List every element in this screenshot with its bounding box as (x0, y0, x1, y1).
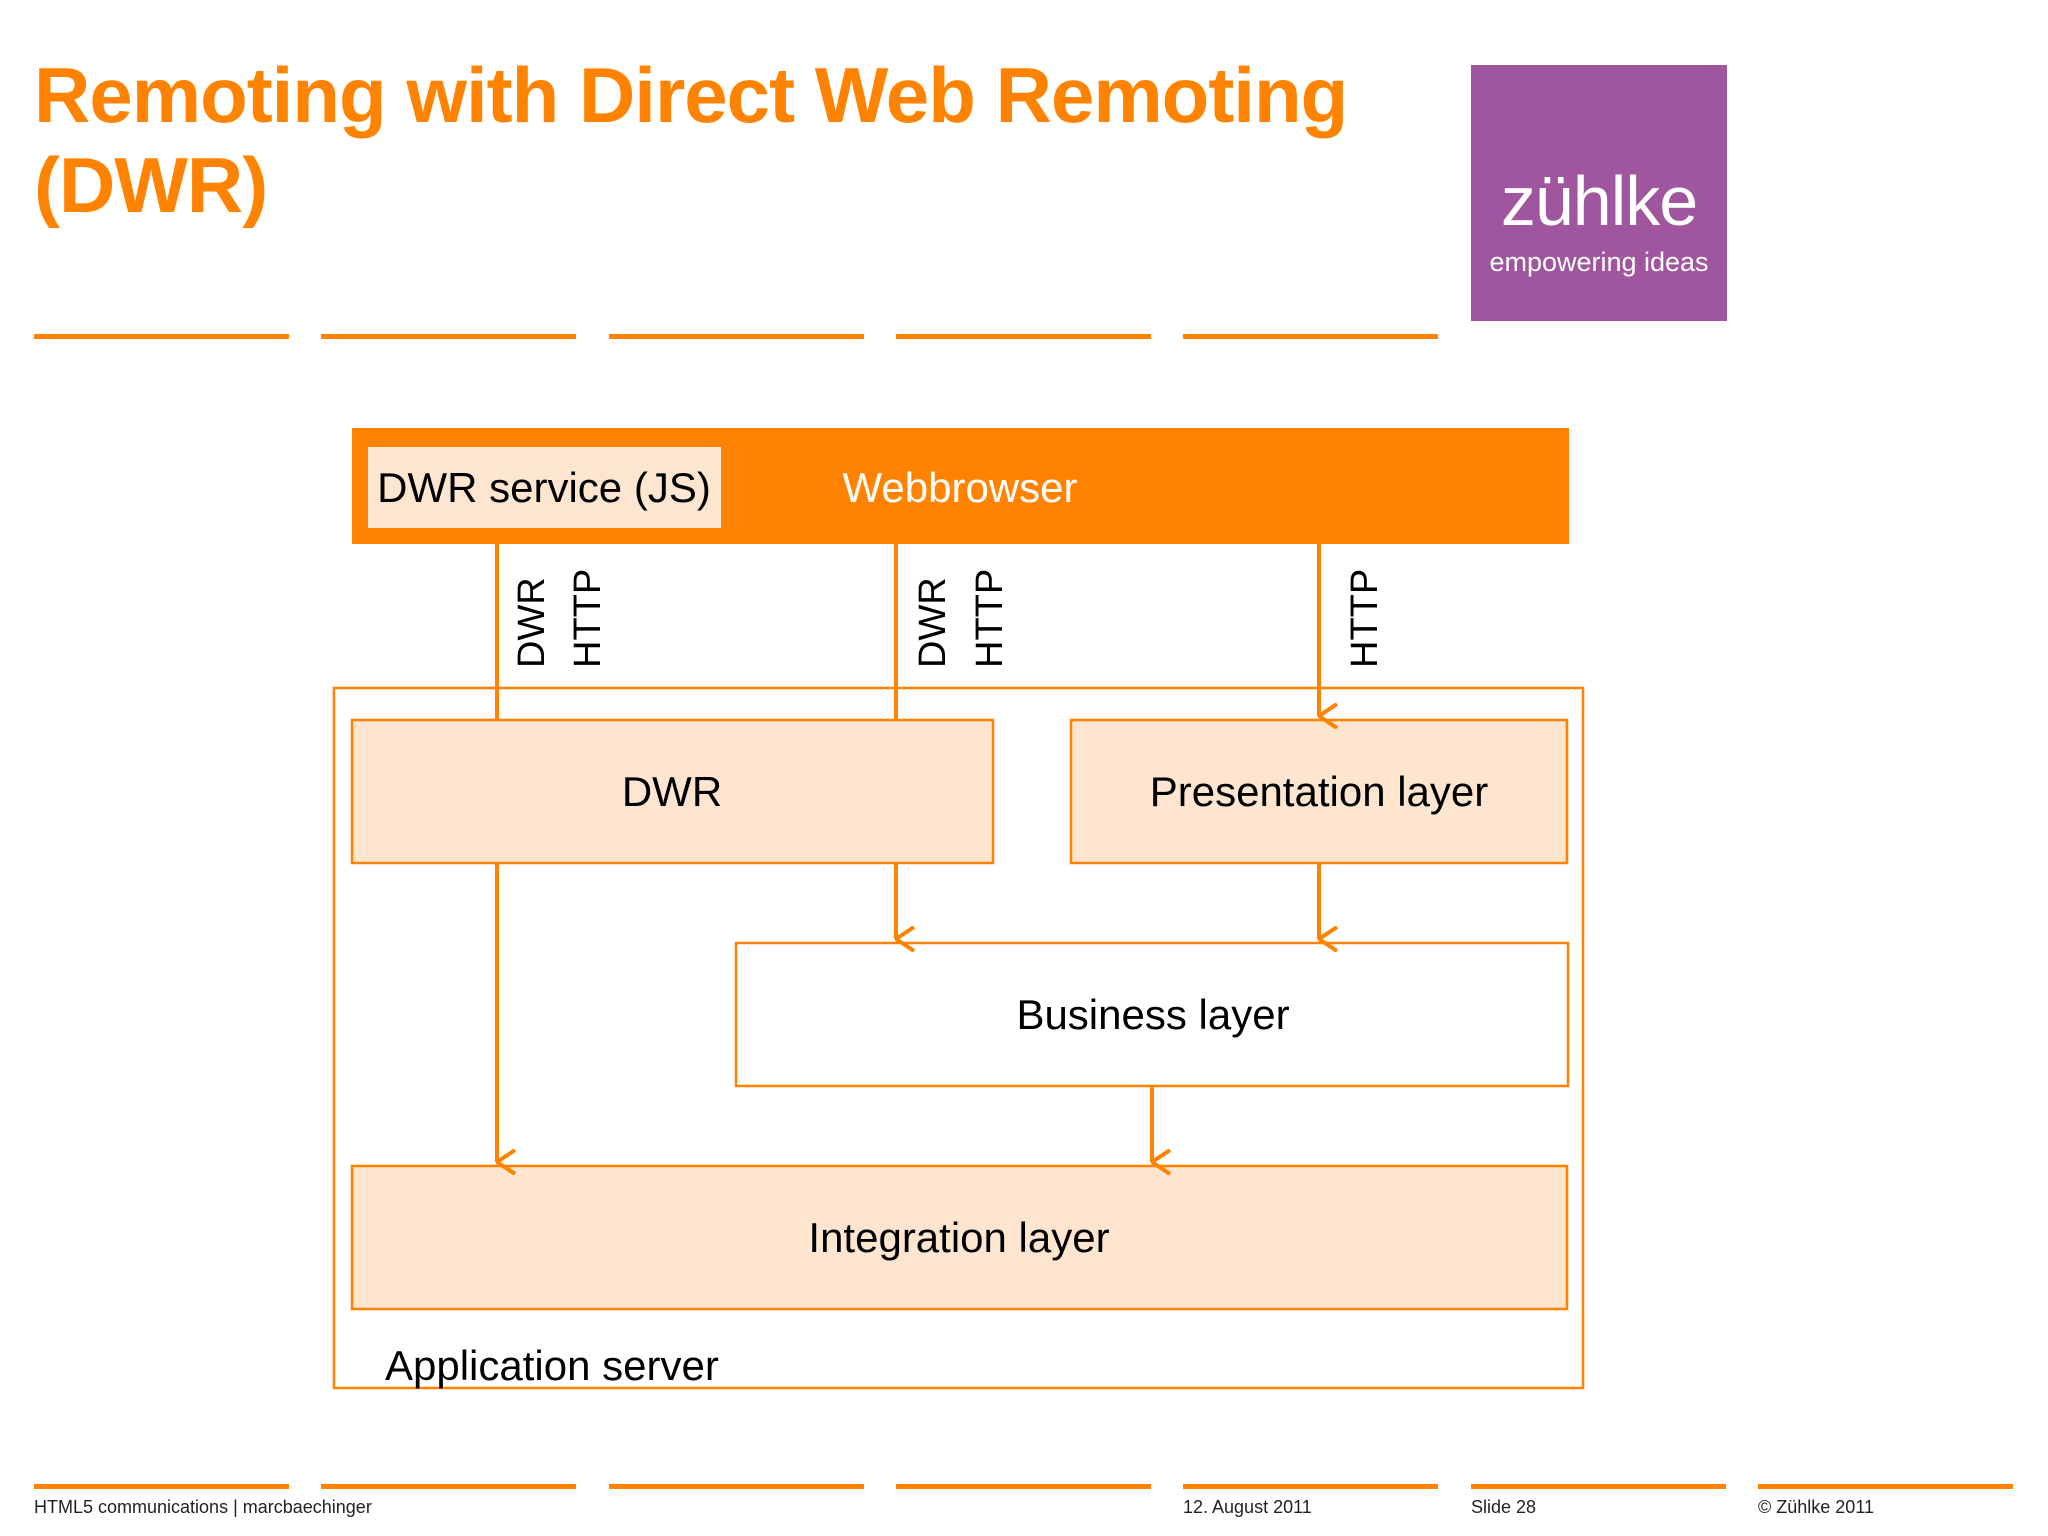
logo-tagline: empowering ideas (1489, 247, 1709, 277)
top-rule-2 (321, 334, 576, 339)
webbrowser-label: Webbrowser (843, 464, 1078, 511)
presentation-layer-label: Presentation layer (1150, 768, 1489, 815)
dwr-box-label: DWR (622, 768, 722, 815)
conn-2-protocol-dwr: DWR (912, 577, 954, 668)
dwr-service-label: DWR service (JS) (377, 464, 711, 511)
top-rule-1 (34, 334, 289, 339)
footer-presentation-info: HTML5 communications | marcbaechinger (34, 1497, 372, 1517)
footer-slide-number: Slide 28 (1471, 1497, 1537, 1517)
slide-title: Remoting with Direct Web Remoting (DWR) (34, 50, 1414, 230)
bottom-rule-3 (609, 1484, 864, 1489)
dwr-box (350, 718, 995, 865)
zuhlke-logo: zühlke empowering ideas (1471, 65, 1727, 321)
top-rule-4 (896, 334, 1151, 339)
conn-1-protocol-dwr: DWR (511, 577, 553, 668)
bottom-rule-4 (896, 1484, 1151, 1489)
footer-date: 12. August 2011 (1183, 1497, 1312, 1517)
top-rule-3 (609, 334, 864, 339)
integration-layer-label: Integration layer (808, 1214, 1109, 1261)
conn-3-protocol-http: HTTP (1344, 569, 1386, 668)
conn-1-protocol-http: HTTP (567, 569, 609, 668)
bottom-rule-6 (1471, 1484, 1726, 1489)
conn-2-protocol-http: HTTP (969, 569, 1011, 668)
presentation-layer-box (1069, 718, 1569, 865)
bottom-rule-2 (321, 1484, 576, 1489)
top-rule-5 (1183, 334, 1438, 339)
bottom-rule-5 (1183, 1484, 1438, 1489)
business-layer-label: Business layer (1016, 991, 1289, 1038)
bottom-rule-1 (34, 1484, 289, 1489)
title-line-2: (DWR) (34, 141, 268, 229)
bottom-rule-7 (1758, 1484, 2013, 1489)
business-layer-box (734, 941, 1570, 1088)
footer-copyright: © Zühlke 2011 (1758, 1497, 1874, 1517)
logo-name: zühlke (1500, 162, 1698, 240)
dwr-service-box (368, 447, 721, 528)
application-server-label: Application server (385, 1342, 719, 1389)
integration-layer-box (350, 1164, 1569, 1311)
title-line-1: Remoting with Direct Web Remoting (34, 51, 1348, 139)
